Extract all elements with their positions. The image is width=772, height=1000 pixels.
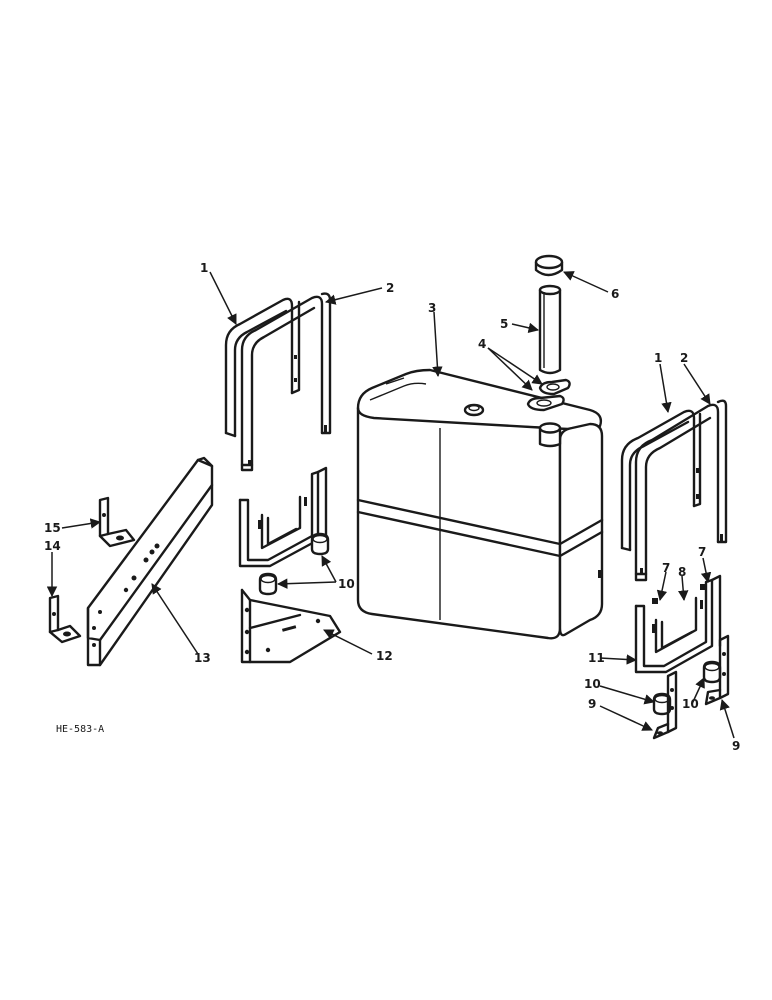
callout-9-a: 9: [588, 697, 596, 711]
callout-11: 11: [588, 651, 605, 665]
angle-bracket-14: [48, 594, 82, 644]
callout-5: 5: [500, 317, 508, 331]
right-mount-bracket-a: [652, 670, 678, 740]
callout-13: 13: [194, 651, 211, 665]
right-tank-strap-outer: [634, 399, 728, 582]
mounting-rail: [86, 456, 214, 667]
callout-10-right-b: 10: [682, 697, 699, 711]
callout-1-right: 1: [654, 351, 662, 365]
filler-gaskets: [526, 378, 571, 412]
callout-12: 12: [376, 649, 393, 663]
callout-1-left: 1: [200, 261, 208, 275]
left-rubber-pad-lower: [258, 572, 278, 596]
filler-pipe: [538, 284, 562, 375]
callout-7-a: 7: [662, 561, 670, 575]
callout-4: 4: [478, 337, 486, 351]
callout-labels: 1 2 3 4 5 6 1 2 7 7 8 10 11 12 13 14 15 …: [44, 261, 740, 753]
filler-cap: [534, 254, 564, 277]
leader-lines: [46, 271, 735, 739]
fuel-tank: [356, 368, 604, 640]
right-tank-saddle: [634, 574, 722, 674]
angle-bracket-15: [98, 496, 136, 548]
callout-15: 15: [44, 521, 61, 535]
right-mount-bracket-b: [704, 634, 730, 706]
callout-9-b: 9: [732, 739, 740, 753]
callout-2-left: 2: [386, 281, 394, 295]
callout-6: 6: [611, 287, 619, 301]
callout-14: 14: [44, 539, 61, 553]
left-tank-strap-inner: [224, 297, 301, 438]
right-rubber-pad-upper: [702, 660, 722, 684]
callout-10-right-a: 10: [584, 677, 601, 691]
callout-7-b: 7: [698, 545, 706, 559]
callout-8: 8: [678, 565, 686, 579]
left-rubber-pad-upper: [310, 532, 330, 556]
right-rubber-pad-lower: [652, 692, 672, 716]
callout-10-left: 10: [338, 577, 355, 591]
callout-2-right: 2: [680, 351, 688, 365]
left-support-bracket: [240, 588, 342, 664]
drawing-reference-number: HE-583-A: [56, 724, 104, 735]
callout-3: 3: [428, 301, 436, 315]
left-tank-strap-outer: [240, 292, 332, 472]
